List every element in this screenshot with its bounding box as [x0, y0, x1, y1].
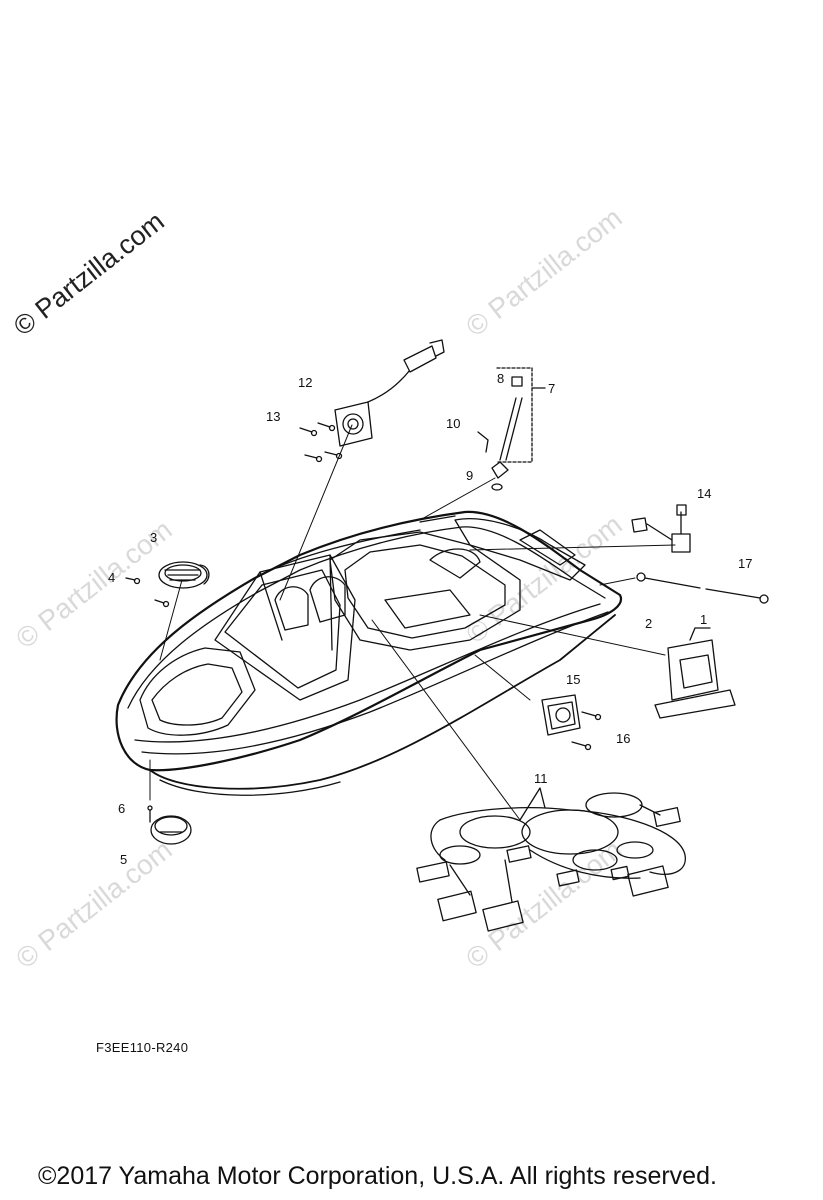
part-14-sensor	[631, 504, 691, 553]
part-17-cable	[636, 572, 769, 604]
diagram-code: F3EE110-R240	[96, 1040, 189, 1055]
callout-7: 7	[548, 381, 555, 396]
callout-10: 10	[446, 416, 460, 431]
callout-1: 1	[700, 612, 707, 627]
callout-5: 5	[120, 852, 127, 867]
callout-11: 11	[534, 771, 548, 786]
callout-17: 17	[738, 556, 752, 571]
part-11-wire-harness	[416, 787, 686, 932]
callout-12: 12	[298, 375, 312, 390]
part-4-screws	[125, 577, 170, 608]
callout-14: 14	[697, 486, 711, 501]
part-6-screw	[147, 805, 153, 823]
part-16-screws	[571, 711, 602, 751]
callout-2: 2	[645, 616, 652, 631]
callout-4: 4	[108, 570, 115, 585]
part-5-bow-light	[150, 815, 192, 845]
callout-3: 3	[150, 530, 157, 545]
part-15-switch	[541, 694, 581, 736]
callout-16: 16	[616, 731, 630, 746]
boat-hull	[115, 510, 623, 796]
part-13-screws	[299, 422, 343, 463]
callout-15: 15	[566, 672, 580, 687]
part-1-bracket	[654, 627, 736, 719]
part-3-speaker	[158, 561, 210, 589]
callout-9: 9	[466, 468, 473, 483]
callout-8: 8	[497, 371, 504, 386]
part-7-assembly	[477, 367, 546, 491]
copyright-notice: ©2017 Yamaha Motor Corporation, U.S.A. A…	[38, 1162, 717, 1190]
part-12-gauge-bracket	[334, 339, 445, 447]
callout-13: 13	[266, 409, 280, 424]
leader-lines	[149, 424, 676, 821]
callout-6: 6	[118, 801, 125, 816]
